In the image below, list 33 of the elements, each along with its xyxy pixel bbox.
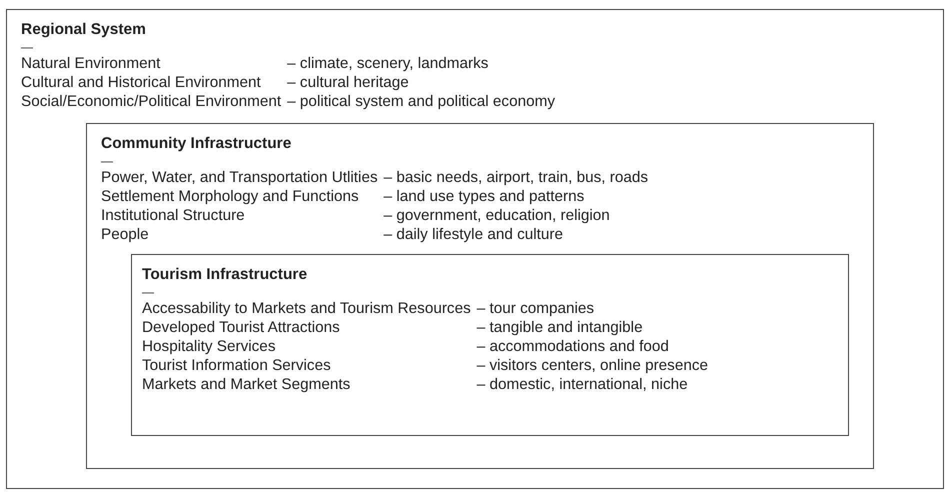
item-name: Institutional Structure [101,206,246,225]
item-description: – domestic, international, niche [476,375,689,394]
item-name: Settlement Morphology and Functions [101,187,360,206]
item-name: People [101,225,150,244]
item-description: – land use types and patterns [384,187,586,206]
box-heading: Community Infrastructure [101,134,292,154]
item-name: Developed Tourist Attractions [142,318,341,337]
item-name: Social/Economic/Political Environment [21,92,282,111]
item-description: – government, education, religion [384,206,611,225]
item-name: Hospitality Services [142,337,276,356]
item-name: Markets and Market Segments [142,375,352,394]
item-description: – daily lifestyle and culture [384,225,564,244]
item-name: Tourist Information Services [142,356,332,375]
heading-dash: — [142,285,154,299]
box-heading: Tourism Infrastructure [142,265,308,285]
item-name: Accessability to Markets and Tourism Resources [142,299,471,318]
item-description: – climate, scenery, landmarks [287,54,490,73]
item-description: – cultural heritage [287,73,410,92]
item-description: – political system and political economy [287,92,555,111]
item-name: Cultural and Historical Environment [21,73,262,92]
item-description: – accommodations and food [476,337,670,356]
item-name: Power, Water, and Transportation Utlities [101,168,378,187]
nested-box [131,254,849,436]
nested-box [86,123,874,469]
heading-dash: — [21,40,33,54]
heading-dash: — [101,154,113,168]
nested-box [6,9,944,489]
item-name: Natural Environment [21,54,162,73]
item-description: – visitors centers, online presence [476,356,708,375]
item-description: – basic needs, airport, train, bus, roads [384,168,648,187]
item-description: – tangible and intangible [476,318,644,337]
item-description: – tour companies [476,299,596,318]
box-heading: Regional System [21,20,146,40]
